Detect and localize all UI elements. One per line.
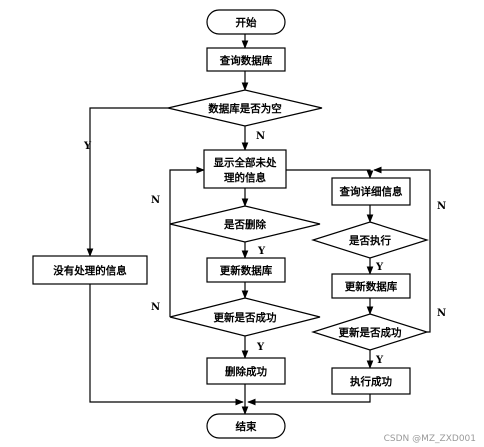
label-no-update-right: N (437, 308, 446, 319)
label-yes-execute: Y (375, 262, 384, 273)
delete-ok-label: 删除成功 (225, 365, 267, 378)
update-ok-right-decision: 更新是否成功 (311, 313, 429, 351)
connectors (86, 34, 431, 415)
update-db-right-label: 更新数据库 (345, 280, 398, 293)
query-db-node: 查询数据库 (206, 47, 286, 72)
is-execute-decision: 是否执行 (311, 221, 429, 259)
show-label-line1: 显示全部未处 (214, 156, 277, 169)
edge-show-detail (286, 169, 374, 179)
db-empty-decision: 数据库是否为空 (167, 89, 323, 127)
edge-delete-no-loop (169, 166, 205, 224)
start-node: 开始 (206, 9, 286, 35)
edge-noinfo-end (89, 284, 244, 406)
edge-execute-no-loop (373, 166, 431, 240)
execute-ok-node: 执行成功 (331, 367, 411, 395)
is-delete-decision: 是否删除 (169, 205, 321, 243)
watermark: CSDN @MZ_ZXD001 (384, 434, 476, 444)
label-no-delete: N (151, 195, 160, 206)
no-info-label: 没有处理的信息 (53, 264, 127, 277)
execute-ok-label: 执行成功 (350, 375, 392, 388)
end-label: 结束 (236, 420, 257, 433)
no-info-node: 没有处理的信息 (32, 255, 148, 285)
db-empty-label: 数据库是否为空 (207, 102, 282, 115)
edge-executed-end (247, 394, 371, 406)
edge-labels: N Y N Y N Y Y Y N N (83, 131, 446, 366)
label-yes-update-left: Y (256, 342, 265, 353)
label-yes-update-right: Y (375, 355, 384, 366)
update-ok-right-label: 更新是否成功 (339, 326, 402, 339)
label-no-update-left: N (151, 302, 160, 313)
is-execute-label: 是否执行 (348, 234, 391, 247)
update-db-left-node: 更新数据库 (206, 257, 286, 283)
query-db-label: 查询数据库 (219, 54, 273, 67)
is-delete-label: 是否删除 (223, 218, 266, 231)
end-node: 结束 (206, 413, 286, 439)
label-no-execute: N (437, 201, 446, 212)
label-no-db-empty: N (256, 131, 265, 142)
label-yes-db-empty: Y (83, 141, 92, 152)
update-ok-left-decision: 更新是否成功 (169, 297, 321, 337)
update-db-left-label: 更新数据库 (220, 264, 273, 277)
edge-okright-no-loop (427, 240, 431, 333)
show-label-line2: 理的信息 (224, 171, 266, 184)
update-db-right-node: 更新数据库 (331, 273, 411, 299)
query-detail-label: 查询详细信息 (339, 185, 403, 198)
show-unprocessed-node: 显示全部未处 理的信息 (203, 149, 287, 189)
edge-empty-noinfo (86, 107, 168, 257)
query-detail-node: 查询详细信息 (331, 177, 411, 206)
start-label: 开始 (236, 16, 257, 29)
delete-ok-node: 删除成功 (206, 357, 286, 385)
label-yes-delete: Y (257, 246, 266, 257)
update-ok-left-label: 更新是否成功 (214, 311, 277, 324)
